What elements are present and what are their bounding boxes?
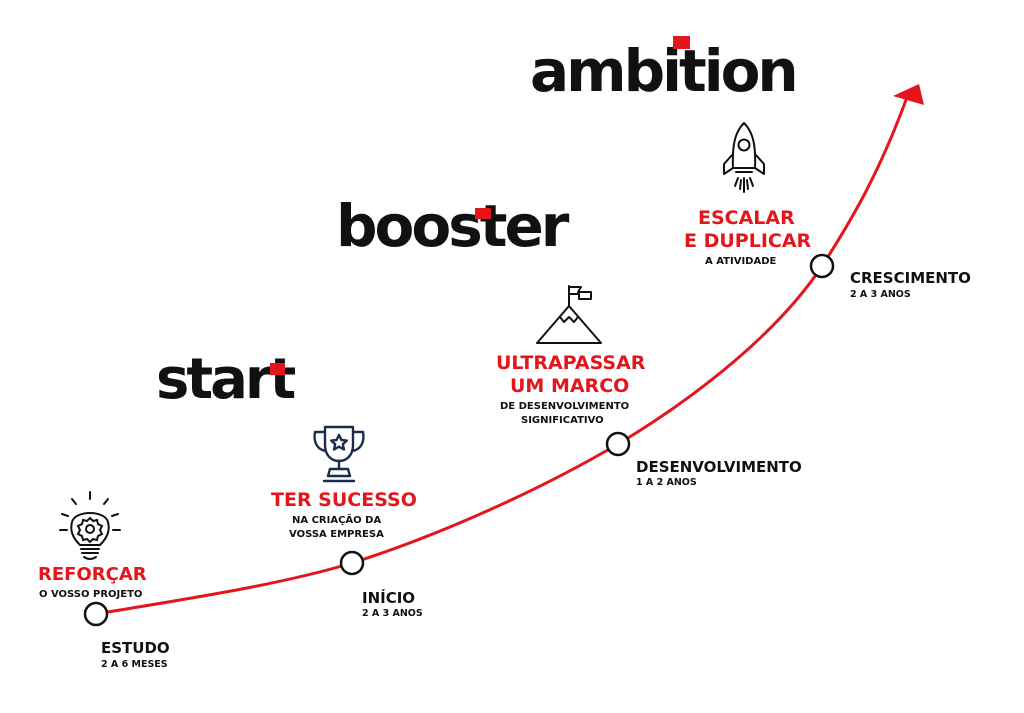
stage-node-inicio [339, 550, 365, 576]
start-wordmark: start [156, 347, 296, 412]
stage-crescimento-duration: 2 A 3 ANOS [850, 289, 911, 300]
stage-estudo-name: ESTUDO [101, 639, 170, 657]
booster-wordmark: booster [336, 192, 569, 260]
stage-node-desenvolvimento [605, 431, 631, 457]
milestone-2-subtitle-line-2: VOSSA EMPRESA [289, 529, 384, 540]
growth-arrowhead [893, 84, 924, 105]
mountain-flag-icon [536, 285, 602, 344]
rocket-icon [723, 122, 765, 193]
stage-desenvolvimento-duration: 1 A 2 ANOS [636, 477, 697, 488]
milestone-3-title-line-1: ULTRAPASSAR [496, 352, 646, 374]
milestone-4-subtitle: A ATIVIDADE [705, 256, 777, 267]
milestone-4-title-line-1: ESCALAR [698, 207, 795, 229]
ambition-wordmark-accent [673, 36, 690, 49]
stage-node-estudo [83, 601, 109, 627]
milestone-3-subtitle-line-2: SIGNIFICATIVO [521, 415, 604, 426]
booster-wordmark-accent [475, 208, 491, 219]
ambition-wordmark: ambition [530, 37, 799, 105]
stage-inicio-duration: 2 A 3 ANOS [362, 608, 423, 619]
milestone-2-title: TER SUCESSO [271, 489, 417, 511]
milestone-1-subtitle: O VOSSO PROJETO [39, 589, 143, 600]
milestone-2-subtitle-line-1: NA CRIAÇÃO DA [292, 515, 382, 526]
trophy-icon [313, 425, 365, 483]
stage-node-crescimento [809, 253, 835, 279]
stage-estudo-duration: 2 A 6 MESES [101, 659, 168, 670]
milestone-4-title-line-2: E DUPLICAR [684, 230, 812, 252]
lightbulb-gear-icon [59, 491, 121, 560]
milestone-3-subtitle-line-1: DE DESENVOLVIMENTO [500, 401, 630, 412]
milestone-1-title: REFORÇAR [38, 564, 147, 585]
growth-curve-line [94, 98, 908, 616]
start-wordmark-accent [270, 363, 285, 375]
milestone-3-title-line-2: UM MARCO [510, 375, 630, 397]
stage-crescimento-name: CRESCIMENTO [850, 269, 971, 287]
stage-inicio-name: INÍCIO [362, 589, 416, 607]
stage-desenvolvimento-name: DESENVOLVIMENTO [636, 458, 802, 476]
